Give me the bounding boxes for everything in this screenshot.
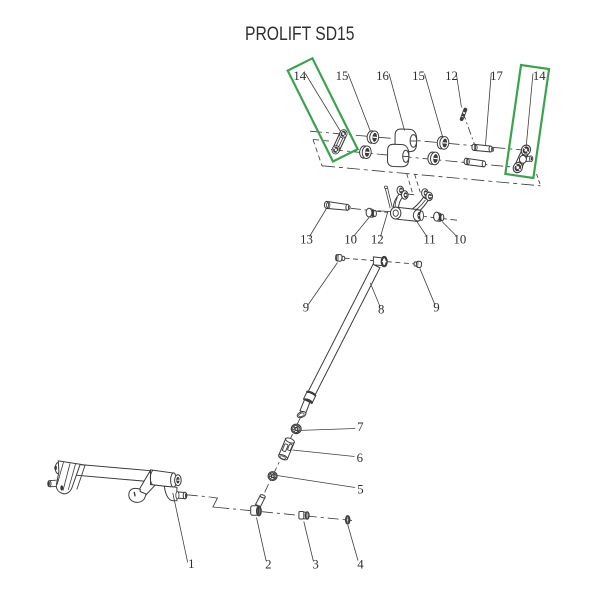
svg-text:15: 15 <box>336 69 349 83</box>
svg-text:10: 10 <box>454 232 467 246</box>
svg-text:2: 2 <box>265 558 271 572</box>
svg-text:5: 5 <box>357 483 363 497</box>
svg-text:9: 9 <box>303 300 309 314</box>
svg-text:8: 8 <box>378 303 384 317</box>
svg-text:12: 12 <box>371 232 384 246</box>
svg-text:17: 17 <box>490 69 503 83</box>
svg-text:1: 1 <box>188 557 194 571</box>
svg-text:16: 16 <box>376 69 389 83</box>
svg-text:10: 10 <box>344 232 357 246</box>
svg-text:13: 13 <box>300 232 313 246</box>
svg-text:4: 4 <box>357 558 364 572</box>
svg-text:12: 12 <box>445 69 458 83</box>
svg-text:15: 15 <box>412 69 425 83</box>
svg-text:6: 6 <box>357 451 364 465</box>
svg-text:14: 14 <box>293 69 306 83</box>
svg-text:14: 14 <box>533 69 546 83</box>
svg-text:9: 9 <box>433 301 439 315</box>
svg-text:3: 3 <box>312 558 318 572</box>
svg-text:7: 7 <box>357 420 364 434</box>
svg-text:11: 11 <box>423 232 435 246</box>
svg-text:PROLIFT SD15: PROLIFT SD15 <box>245 24 355 45</box>
